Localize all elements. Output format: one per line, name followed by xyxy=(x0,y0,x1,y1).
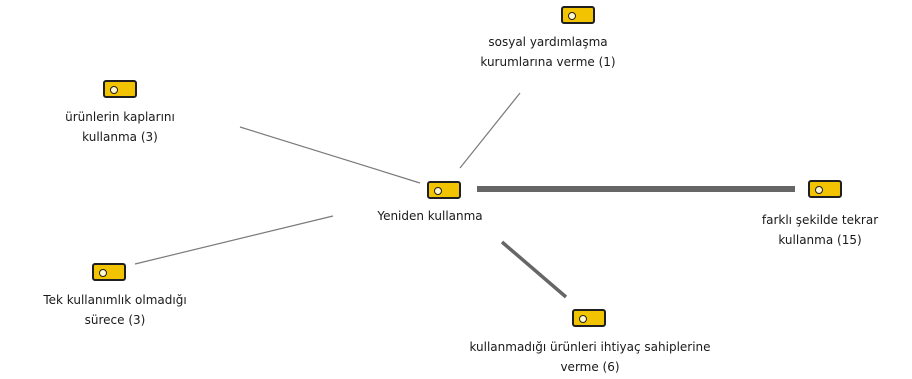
node-label-urunlerin: ürünlerin kaplarını kullanma (3) xyxy=(35,107,205,147)
node-label-line: kullanmadığı ürünleri ihtiyaç sahiplerin… xyxy=(469,340,711,354)
node-label-line: sürece (3) xyxy=(84,313,146,327)
node-label-line: Tek kullanımlık olmadığı xyxy=(43,293,187,307)
node-label-line: kurumlarına verme (1) xyxy=(480,55,616,69)
tag-icon xyxy=(572,309,606,327)
node-label-sosyal: sosyal yardımlaşma kurumlarına verme (1) xyxy=(448,32,648,72)
edge-sosyal xyxy=(459,92,521,169)
tag-icon xyxy=(808,180,842,198)
node-label-line: farklı şekilde tekrar xyxy=(761,213,879,227)
tag-icon xyxy=(103,80,137,98)
tag-icon xyxy=(92,263,126,281)
node-label-line: verme (6) xyxy=(560,360,620,374)
node-label-line: ürünlerin kaplarını xyxy=(65,110,175,124)
center-label: Yeniden kullanma xyxy=(377,209,483,223)
node-label-line: kullanma (3) xyxy=(82,130,158,144)
tag-icon xyxy=(561,6,595,24)
tag-icon xyxy=(427,181,461,199)
node-label-tek: Tek kullanımlık olmadığı sürece (3) xyxy=(0,290,230,330)
edge-kullanmadigi xyxy=(500,240,568,299)
edge-tek xyxy=(134,215,334,265)
node-label-line: sosyal yardımlaşma xyxy=(488,35,608,49)
node-label-kullanmadigi: kullanmadığı ürünleri ihtiyaç sahiplerin… xyxy=(420,337,760,377)
node-label-line: kullanma (15) xyxy=(778,233,862,247)
edge-urunlerin xyxy=(239,126,421,184)
node-label-farkli: farklı şekilde tekrar kullanma (15) xyxy=(725,210,912,250)
